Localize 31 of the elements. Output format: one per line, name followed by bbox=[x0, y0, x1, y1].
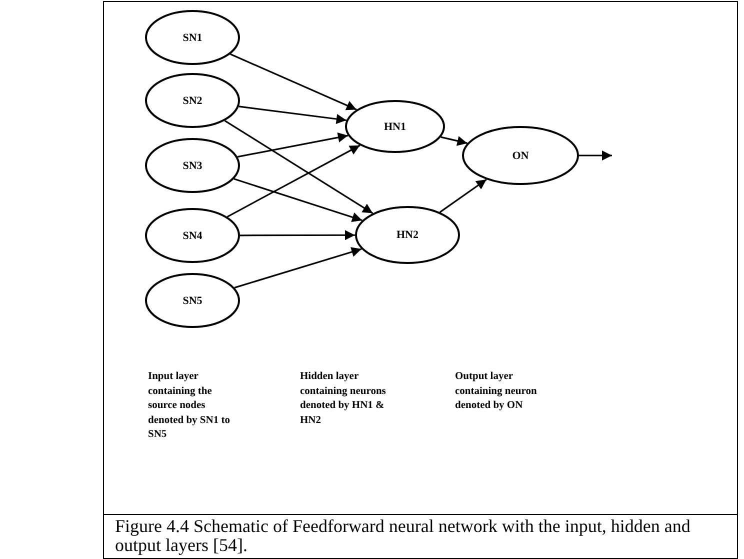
arrow bbox=[237, 132, 348, 158]
neuron-ellipse bbox=[145, 273, 240, 328]
arrow bbox=[234, 247, 362, 288]
node-label: HN2 bbox=[396, 229, 418, 241]
arrow bbox=[439, 178, 487, 213]
arrow bbox=[238, 106, 346, 124]
arrow bbox=[230, 53, 357, 110]
neuron-ellipse bbox=[345, 100, 445, 153]
node-label: SN1 bbox=[182, 32, 202, 44]
figure-caption: Figure 4.4 Schematic of Feedforward neural network with the input, hidden and output layers [54]. bbox=[115, 517, 692, 555]
layer-description: Hidden layer containing neurons denoted by HN1 & HN2 bbox=[300, 370, 387, 428]
neuron-ellipse bbox=[145, 208, 240, 263]
node-label: SN3 bbox=[182, 160, 202, 172]
node-label: SN4 bbox=[182, 230, 202, 242]
node-label: HN1 bbox=[384, 120, 406, 132]
neuron-ellipse bbox=[355, 206, 460, 264]
node-label: SN2 bbox=[182, 94, 202, 106]
neuron-ellipse bbox=[145, 73, 240, 128]
arrow bbox=[240, 230, 355, 240]
arrow bbox=[226, 144, 360, 218]
layer-description: Output layer containing neuron denoted by ON bbox=[455, 370, 538, 413]
layer-description: Input layer containing the source nodes denoted by SN1 to SN5 bbox=[148, 370, 231, 442]
node-label: SN5 bbox=[182, 294, 202, 306]
neuron-ellipse bbox=[462, 126, 579, 185]
neuron-ellipse bbox=[145, 138, 240, 193]
arrow bbox=[224, 120, 374, 214]
arrow bbox=[440, 136, 468, 146]
node-label: ON bbox=[512, 150, 529, 162]
arrow bbox=[579, 150, 612, 160]
neuron-ellipse bbox=[145, 10, 240, 65]
arrow bbox=[234, 178, 362, 222]
